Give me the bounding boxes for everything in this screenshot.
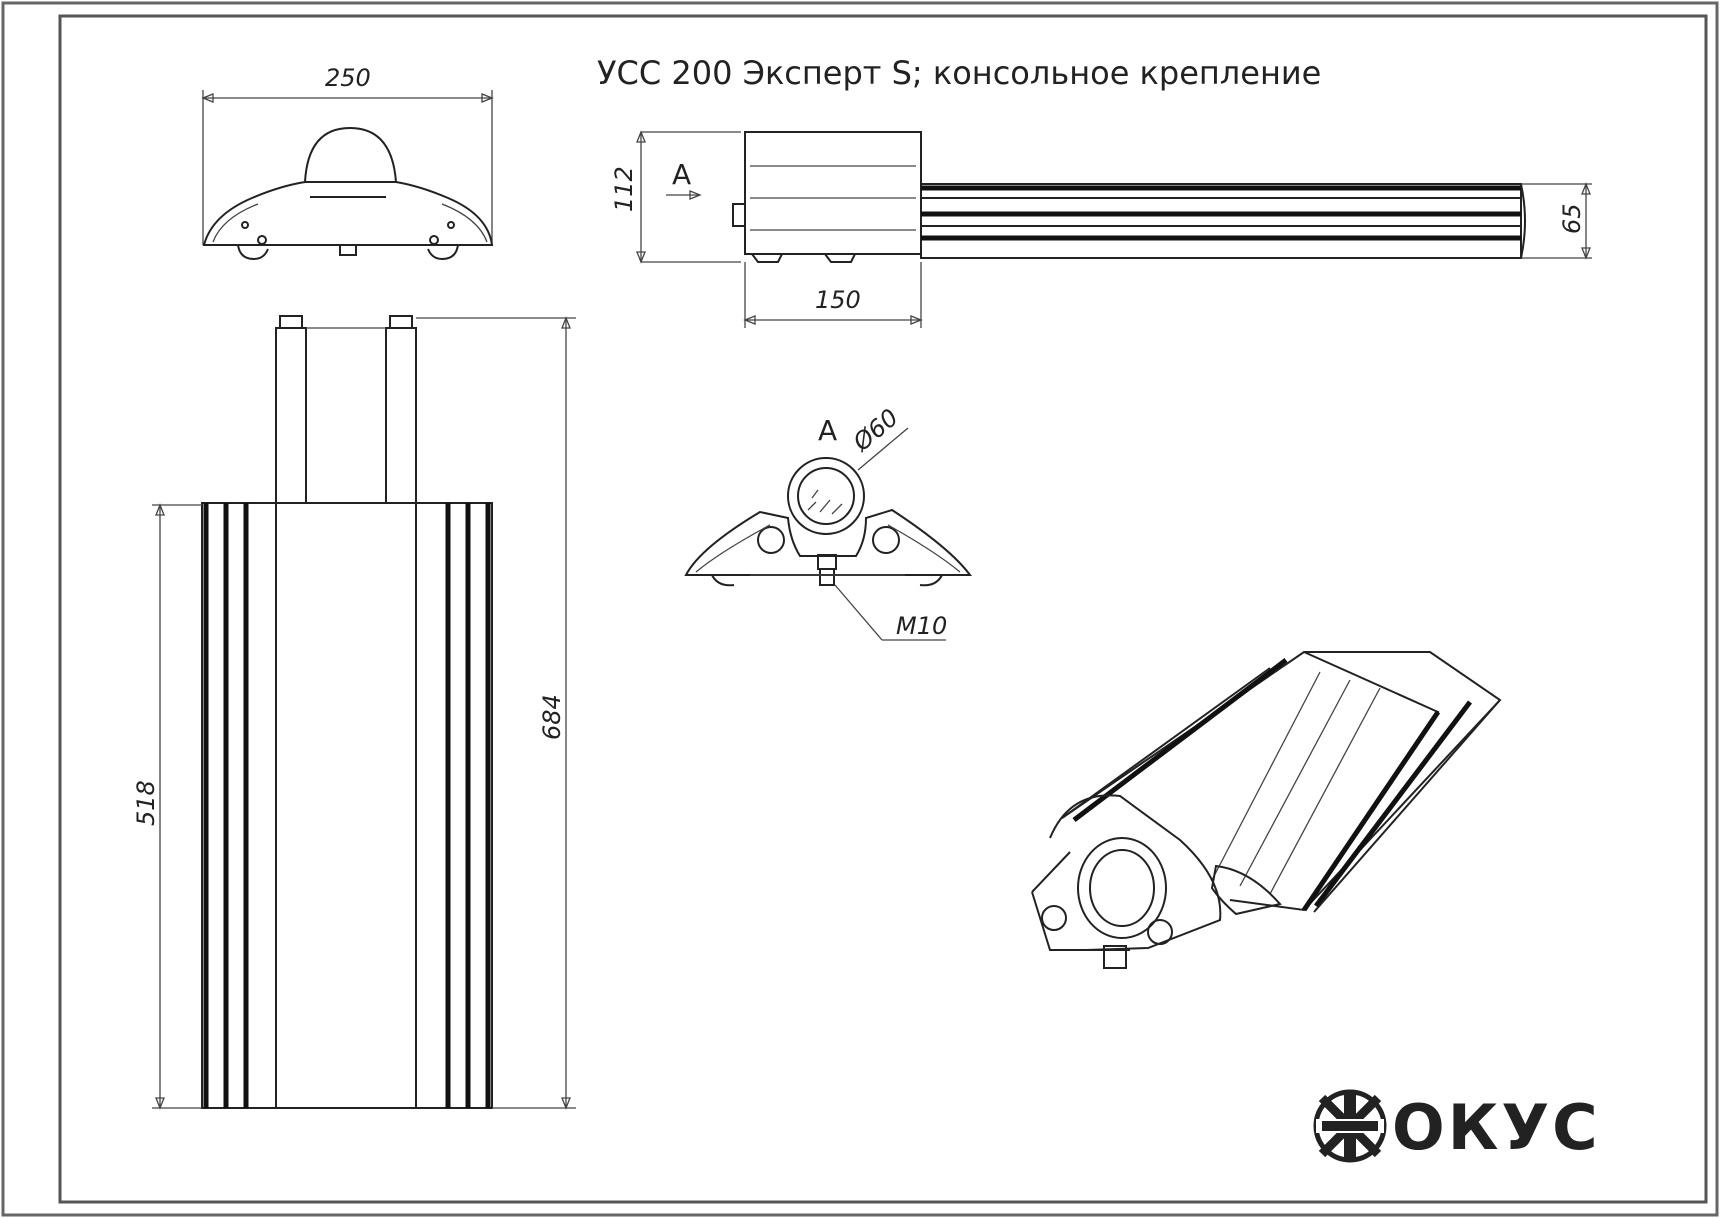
logo-wordmark: ОКУС xyxy=(1392,1091,1601,1164)
dim-arm-height: 65 xyxy=(1558,203,1586,234)
dim-plan-body-length: 518 xyxy=(132,780,160,826)
dim-side-height: 112 xyxy=(610,166,638,212)
dim-pipe-diameter: Ø60 xyxy=(847,403,904,457)
section-a-view: A Ø60 M10 xyxy=(684,403,972,641)
zh-circle-icon xyxy=(1313,1089,1387,1163)
dim-plan-total-length: 684 xyxy=(538,694,566,740)
inner-frame xyxy=(58,14,1708,1204)
view-letter-a: A xyxy=(672,158,691,191)
isometric-view xyxy=(1031,651,1502,969)
dim-front-width: 250 xyxy=(325,64,371,92)
section-letter-a: A xyxy=(818,414,837,447)
company-logo: ОКУС xyxy=(1313,1089,1601,1164)
drawing-title: УСС 200 Эксперт S; консольное крепление xyxy=(597,54,1321,92)
dim-side-depth: 150 xyxy=(815,286,861,314)
front-view: 250 xyxy=(201,64,494,261)
side-view: 112 A 65 150 xyxy=(610,130,1592,328)
plan-view: 518 684 xyxy=(132,315,576,1110)
dim-bolt-size: M10 xyxy=(896,612,947,640)
